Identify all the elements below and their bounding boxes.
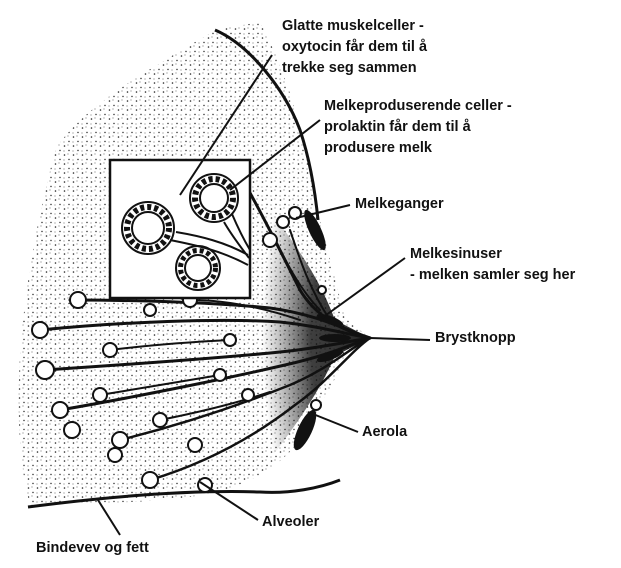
label-connective-tissue: Bindevev og fett — [36, 538, 149, 559]
label-smooth-muscle: Glatte muskelceller - oxytocin får dem t… — [282, 16, 427, 79]
label-milk-ducts: Melkeganger — [355, 194, 444, 215]
label-alveoli: Alveoler — [262, 512, 319, 533]
label-areola: Aerola — [362, 422, 407, 443]
label-nipple: Brystknopp — [435, 328, 516, 349]
label-milk-sinuses: Melkesinuser - melken samler seg her — [410, 244, 575, 286]
label-milk-producing-cells: Melkeproduserende celler - prolaktin får… — [324, 96, 512, 159]
